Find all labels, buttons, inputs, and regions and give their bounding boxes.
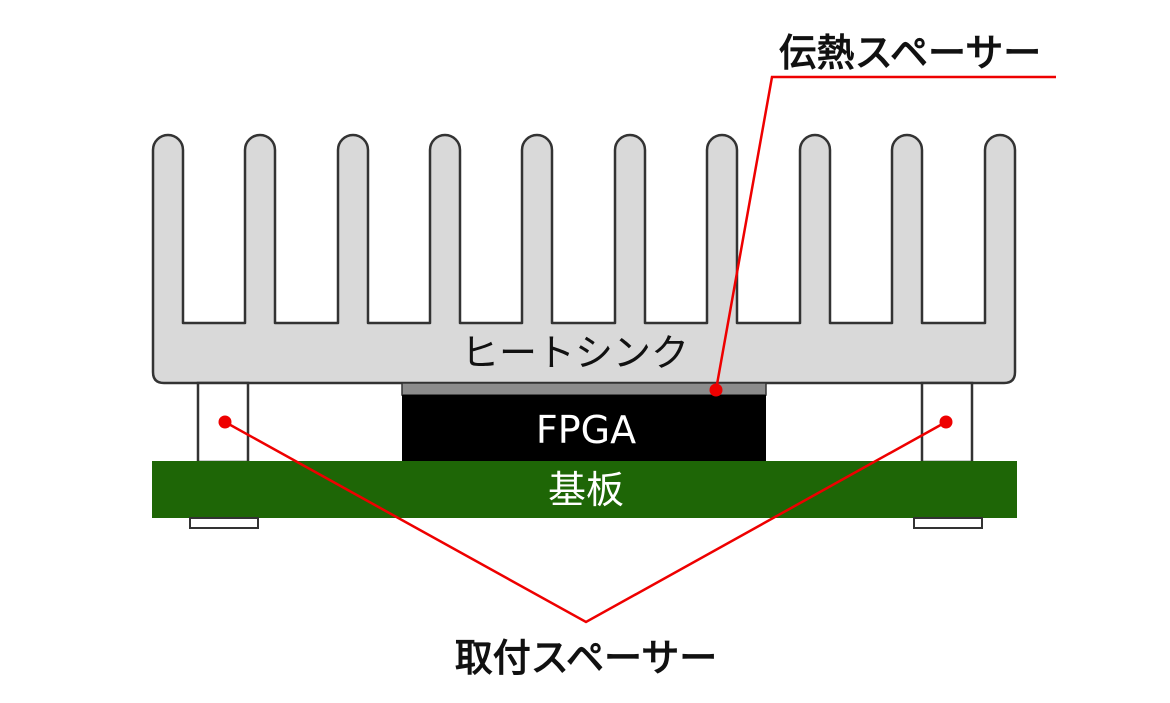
marker-mount-spacer-right (939, 415, 953, 429)
washer-left (189, 517, 259, 529)
circuit-board (152, 461, 1017, 518)
heatsink-shape (151, 133, 1017, 385)
fpga-chip (402, 395, 766, 462)
leader-line-thermal-spacer (714, 75, 1056, 391)
thermal-spacer-label: 伝熱スペーサー (779, 31, 1042, 75)
marker-mount-spacer-left (218, 415, 232, 429)
marker-thermal-spacer (709, 383, 723, 397)
leader-line-mount-spacers (224, 420, 947, 624)
mount-spacer-label: 取付スペーサー (455, 636, 718, 680)
heatsink-label: ヒートシンク (461, 331, 689, 375)
fpga-label: FPGA (536, 408, 636, 452)
washer-right (913, 517, 983, 529)
board-label: 基板 (548, 468, 624, 512)
